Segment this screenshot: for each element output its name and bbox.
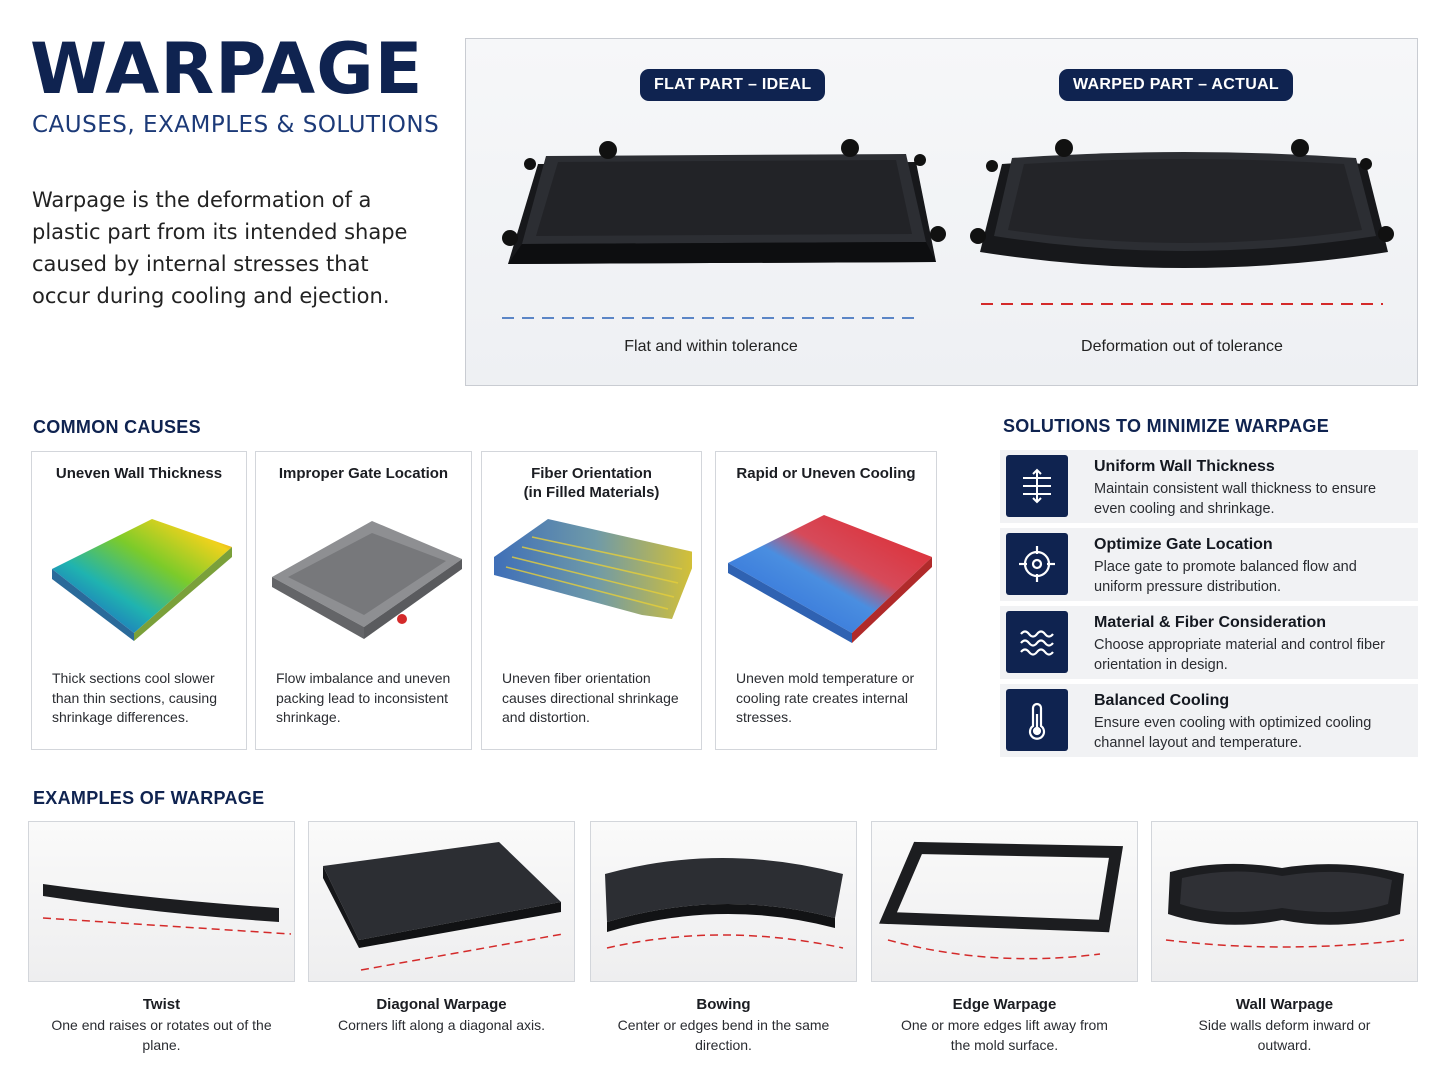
intro-paragraph: Warpage is the deformation of a plastic … — [32, 188, 408, 308]
flat-caption: Flat and within tolerance — [624, 338, 798, 355]
cause-card: Rapid or Uneven Cooling Uneven mold temp… — [715, 451, 937, 750]
cause-desc: Thick sections cool slower than thin sec… — [52, 670, 217, 725]
example-image-twist — [28, 821, 295, 982]
page-title: WARPAGE — [30, 28, 424, 110]
solution-title: Optimize Gate Location — [1094, 536, 1273, 553]
example-caption: Twist One end raises or rotates out of t… — [28, 996, 295, 1055]
solution-desc: Choose appropriate material and control … — [1094, 637, 1385, 673]
example-desc: One or more edges lift away from the mol… — [901, 1017, 1108, 1053]
cause-desc: Uneven fiber orientation causes directio… — [502, 670, 679, 725]
cause-card: Fiber Orientation (in Filled Materials) … — [481, 451, 702, 750]
cause-title: Improper Gate Location — [278, 465, 449, 482]
example-image-wall — [1151, 821, 1418, 982]
example-image-bowing — [590, 821, 857, 982]
example-title: Diagonal Warpage — [376, 996, 507, 1013]
example-desc: One end raises or rotates out of the pla… — [51, 1017, 272, 1053]
comparison-panel: FLAT PART – IDEAL WARPED PART – ACTUAL F… — [465, 38, 1418, 386]
cause-title: Fiber Orientation (in Filled Materials) — [523, 465, 660, 501]
solution-desc: Maintain consistent wall thickness to en… — [1094, 481, 1377, 517]
solution-item: Balanced Cooling Ensure even cooling wit… — [1000, 684, 1418, 757]
example-desc: Corners lift along a diagonal axis. — [337, 1017, 545, 1033]
solution-title: Uniform Wall Thickness — [1094, 458, 1275, 475]
warped-tolerance-line — [981, 303, 1383, 305]
solution-item: Material & Fiber Consideration Choose ap… — [1000, 606, 1418, 679]
warped-part-image — [970, 139, 1394, 268]
solution-item: Uniform Wall Thickness Maintain consiste… — [1000, 450, 1418, 523]
warped-part-label: WARPED PART – ACTUAL — [1059, 69, 1293, 101]
example-title: Wall Warpage — [1235, 996, 1334, 1013]
flat-part-label: FLAT PART – IDEAL — [640, 69, 826, 101]
cause-card: Uneven Wall Thickness Thick sections coo… — [31, 451, 247, 750]
example-caption: Wall Warpage Side walls deform inward or… — [1151, 996, 1418, 1055]
crosshair-icon — [1006, 533, 1068, 595]
example-desc: Center or edges bend in the same directi… — [617, 1017, 830, 1053]
solution-desc: Ensure even cooling with optimized cooli… — [1094, 715, 1372, 751]
cause-desc: Uneven mold temperature or cooling rate … — [736, 670, 915, 725]
flat-tolerance-line — [502, 317, 922, 319]
example-title: Twist — [142, 996, 181, 1013]
cause-desc: Flow imbalance and uneven packing lead t… — [276, 670, 451, 725]
cause-title: Rapid or Uneven Cooling — [736, 465, 916, 482]
example-caption: Bowing Center or edges bend in the same … — [590, 996, 857, 1055]
cooling-simulation-image — [728, 515, 932, 643]
causes-heading: COMMON CAUSES — [33, 417, 201, 437]
examples-heading: EXAMPLES OF WARPAGE — [33, 788, 265, 808]
solutions-heading: SOLUTIONS TO MINIMIZE WARPAGE — [1003, 416, 1330, 436]
thermometer-icon — [1006, 689, 1068, 751]
solution-desc: Place gate to promote balanced flow and … — [1094, 559, 1357, 595]
example-desc: Side walls deform inward or outward. — [1198, 1017, 1371, 1053]
cause-card: Improper Gate Location Flow imbalance an… — [255, 451, 472, 750]
example-image-diagonal — [308, 821, 575, 982]
gate-location-image — [272, 521, 462, 639]
flat-part-image — [502, 139, 946, 264]
fiber-orientation-image — [494, 519, 692, 619]
solution-title: Balanced Cooling — [1094, 692, 1230, 709]
example-image-edge — [871, 821, 1138, 982]
example-caption: Edge Warpage One or more edges lift away… — [871, 996, 1138, 1055]
cause-title: Uneven Wall Thickness — [55, 465, 223, 482]
solution-item: Optimize Gate Location Place gate to pro… — [1000, 528, 1418, 601]
waves-icon — [1006, 611, 1068, 673]
example-title: Edge Warpage — [952, 996, 1057, 1013]
thickness-simulation-image — [52, 519, 232, 641]
solution-title: Material & Fiber Consideration — [1094, 614, 1327, 631]
page-subtitle: CAUSES, EXAMPLES & SOLUTIONS — [32, 112, 440, 138]
example-caption: Diagonal Warpage Corners lift along a di… — [308, 996, 575, 1036]
example-title: Bowing — [696, 996, 751, 1013]
warped-caption: Deformation out of tolerance — [1081, 338, 1283, 355]
wall-thickness-icon — [1006, 455, 1068, 517]
